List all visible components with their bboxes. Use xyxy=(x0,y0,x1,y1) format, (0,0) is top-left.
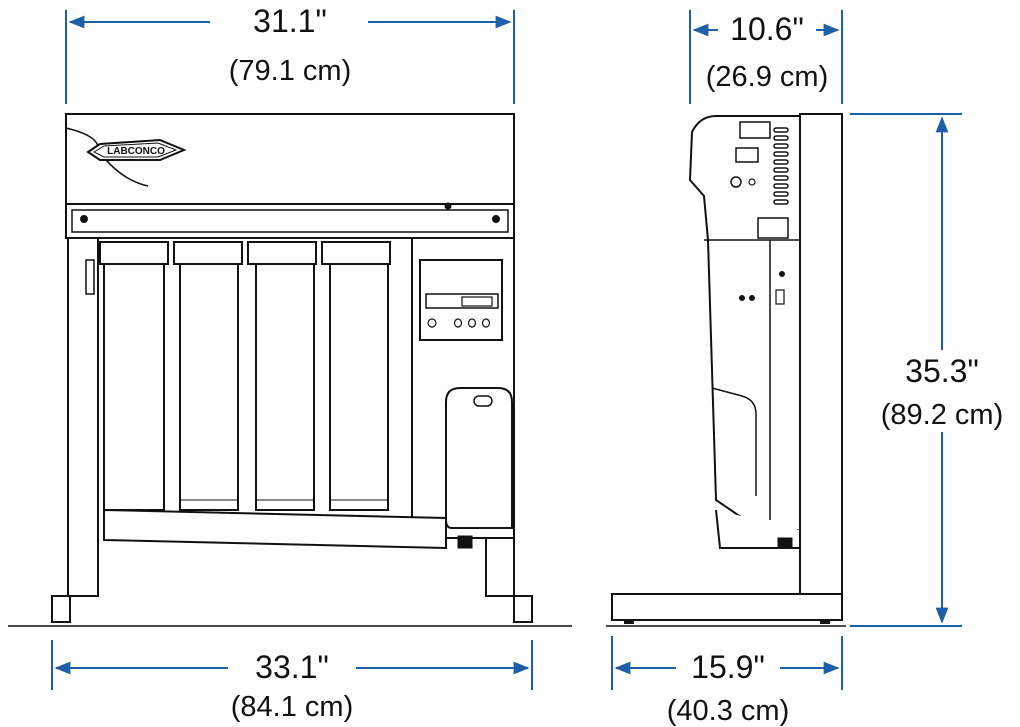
side-bottom-depth-in: 15.9" xyxy=(691,649,765,685)
side-bottom-depth-cm: (40.3 cm) xyxy=(667,695,789,727)
front-left-leg xyxy=(67,237,99,597)
side-base xyxy=(611,593,843,621)
height-cm: (89.2 cm) xyxy=(881,399,1003,431)
front-reservoir xyxy=(445,387,513,529)
front-right-leg xyxy=(485,537,515,597)
control-panel xyxy=(419,259,503,341)
front-bottom-width-in: 33.1" xyxy=(255,649,329,685)
filter-cartridges xyxy=(99,241,391,511)
brand-logo: LABCONCO xyxy=(65,127,187,187)
side-body xyxy=(688,115,801,531)
front-tray xyxy=(103,508,447,550)
side-vents xyxy=(773,127,789,205)
front-bottom-width-cm: (84.1 cm) xyxy=(231,691,353,723)
dimension-labels: 31.1" (79.1 cm) 10.6" (26.9 cm) 35.3" (8… xyxy=(229,3,1003,727)
front-top-width-in: 31.1" xyxy=(253,3,327,39)
side-upright xyxy=(799,113,843,595)
side-top-depth-cm: (26.9 cm) xyxy=(706,61,828,93)
front-top-width-cm: (79.1 cm) xyxy=(229,55,351,87)
side-view xyxy=(606,113,846,627)
brand-logo-text: LABCONCO xyxy=(107,146,165,157)
front-right-foot xyxy=(513,595,533,623)
dimension-lines xyxy=(51,10,962,690)
side-top-depth-in: 10.6" xyxy=(730,11,804,47)
front-left-foot xyxy=(51,595,71,623)
front-view: LABCONCO xyxy=(8,113,572,627)
height-in: 35.3" xyxy=(905,353,979,389)
